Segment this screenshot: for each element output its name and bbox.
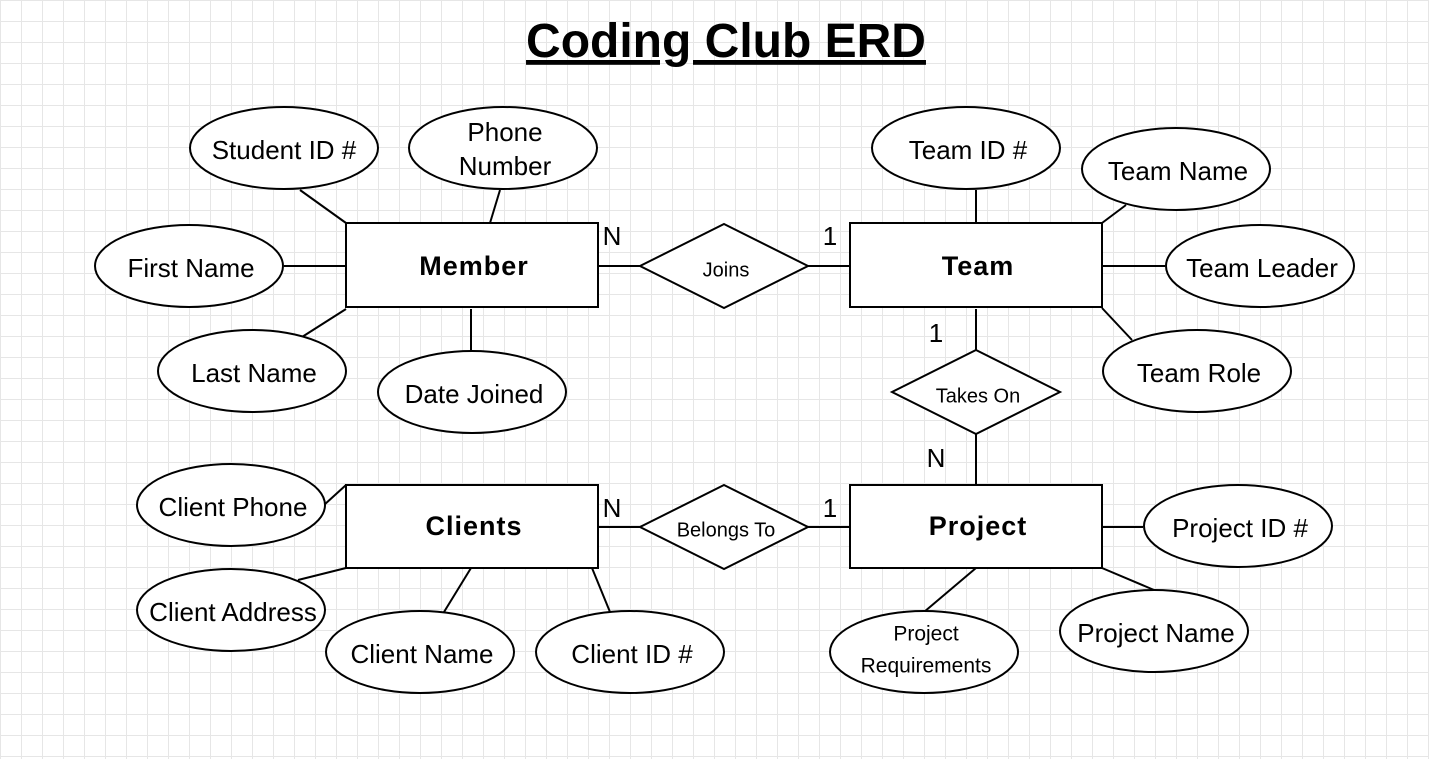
attribute-client-id-label: Client ID # (571, 639, 693, 669)
cardinality-belongs-clients: N (603, 493, 622, 523)
attribute-date-joined[interactable]: Date Joined (377, 350, 567, 434)
cardinality-joins-team: 1 (823, 221, 837, 251)
cardinality-joins-member: N (603, 221, 622, 251)
link-member-phone (489, 189, 501, 224)
entity-team-label: Team (942, 251, 1015, 281)
cardinality-takes-on-project: N (927, 443, 946, 473)
attribute-date-joined-label: Date Joined (405, 379, 544, 409)
attribute-team-id[interactable]: Team ID # (871, 106, 1061, 190)
connectors (284, 189, 1165, 613)
relationship-joins[interactable]: Joins (637, 222, 811, 310)
link-member-last-name (301, 308, 347, 338)
attribute-client-name[interactable]: Client Name (325, 610, 515, 694)
attribute-project-requirements[interactable]: Project Requirements (829, 610, 1019, 694)
attribute-phone-number-label: Phone (467, 117, 542, 147)
link-project-requirements (923, 567, 977, 613)
attribute-project-requirements-label: Project (893, 623, 959, 646)
attribute-team-leader[interactable]: Team Leader (1165, 224, 1355, 308)
diagram-title: Coding Club ERD (526, 15, 926, 68)
entity-project[interactable]: Project (849, 484, 1103, 569)
cardinality-belongs-project: 1 (823, 493, 837, 523)
relationship-belongs-to[interactable]: Belongs To (637, 483, 811, 571)
attribute-project-requirements-label-2: Requirements (861, 655, 992, 678)
link-clients-address (297, 567, 347, 581)
attribute-client-id[interactable]: Client ID # (535, 610, 725, 694)
attribute-student-id-label: Student ID # (212, 135, 357, 165)
relationship-takes-on-label: Takes On (936, 385, 1020, 407)
cardinality-takes-on-team: 1 (929, 318, 943, 348)
link-project-name (1101, 567, 1155, 591)
attribute-last-name[interactable]: Last Name (157, 329, 347, 413)
attribute-client-phone-label: Client Phone (159, 492, 308, 522)
link-team-name (1101, 204, 1127, 224)
attribute-project-name-label: Project Name (1077, 618, 1235, 648)
entity-team[interactable]: Team (849, 222, 1103, 308)
attribute-client-name-label: Client Name (350, 639, 493, 669)
attribute-team-id-label: Team ID # (909, 135, 1028, 165)
link-member-student-id (299, 189, 347, 224)
entity-project-label: Project (929, 511, 1028, 541)
link-team-role (1101, 307, 1133, 341)
attribute-team-name-label: Team Name (1108, 156, 1248, 186)
relationship-joins-label: Joins (703, 259, 750, 281)
attribute-project-id[interactable]: Project ID # (1143, 484, 1333, 568)
attribute-team-leader-label: Team Leader (1186, 253, 1338, 283)
entity-clients[interactable]: Clients (345, 484, 599, 569)
entity-member-label: Member (419, 251, 529, 281)
attribute-client-phone[interactable]: Client Phone (136, 463, 326, 547)
attribute-student-id[interactable]: Student ID # (189, 106, 379, 190)
attribute-last-name-label: Last Name (191, 358, 317, 388)
attribute-project-name[interactable]: Project Name (1059, 589, 1249, 673)
entity-clients-label: Clients (425, 511, 522, 541)
attribute-team-name[interactable]: Team Name (1081, 127, 1271, 211)
relationship-belongs-to-label: Belongs To (677, 519, 776, 541)
link-clients-name (443, 567, 472, 613)
attribute-team-role-label: Team Role (1137, 358, 1261, 388)
attribute-first-name-label: First Name (127, 253, 254, 283)
attribute-team-role[interactable]: Team Role (1102, 329, 1292, 413)
relationship-takes-on[interactable]: Takes On (889, 348, 1063, 436)
attribute-client-address-label: Client Address (149, 597, 317, 627)
entity-member[interactable]: Member (345, 222, 599, 308)
link-clients-phone (323, 484, 347, 506)
attribute-client-address[interactable]: Client Address (136, 568, 326, 652)
attribute-phone-number[interactable]: Phone Number (408, 106, 598, 190)
link-clients-id (591, 567, 611, 613)
attribute-first-name[interactable]: First Name (94, 224, 284, 308)
attribute-project-id-label: Project ID # (1172, 513, 1308, 543)
attribute-phone-number-label-2: Number (459, 151, 552, 181)
